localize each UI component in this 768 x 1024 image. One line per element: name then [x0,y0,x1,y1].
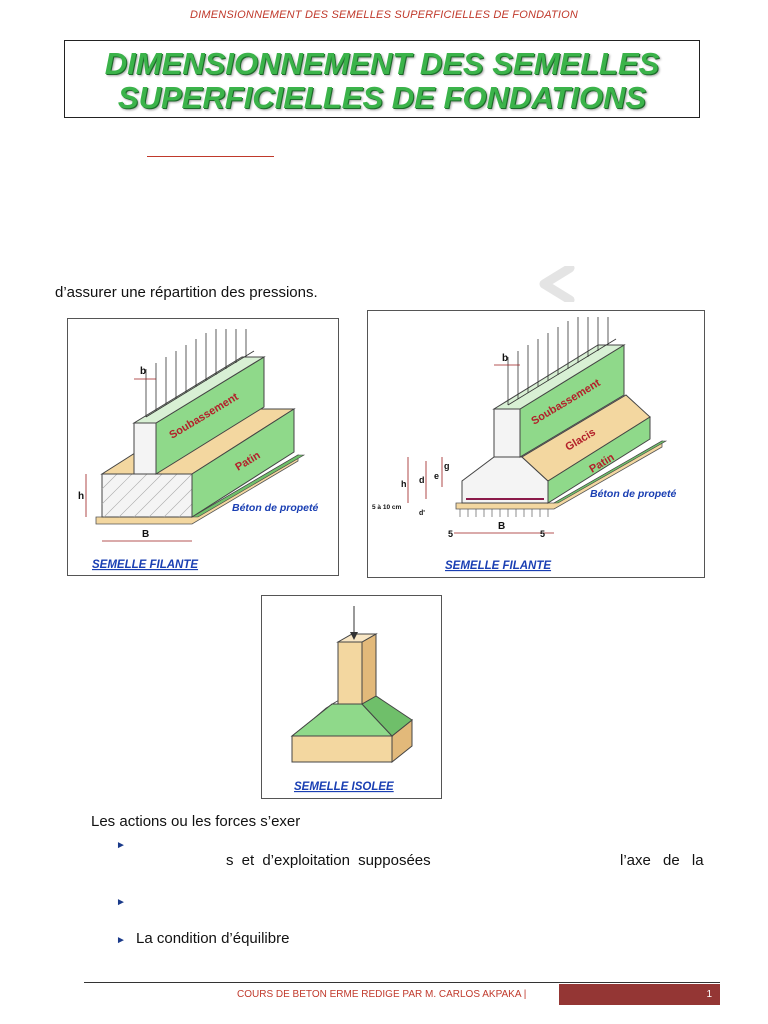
fig2-label-g: g [444,461,450,471]
figure-semelle-filante-1: b Soubassement Patin h B Béton de propet… [67,318,339,576]
page-number: 1 [559,984,720,1005]
title-line-1: DIMENSIONNEMENT DES SEMELLES [104,46,660,81]
fig2-label-beton: Béton de propeté [590,488,676,500]
actions-heading: Les actions ou les forces s’exer [91,813,301,830]
title-box: DIMENSIONNEMENT DES SEMELLES SUPERFICIEL… [64,40,700,118]
fig2-label-d-prime: d' [419,510,425,517]
intro-sentence: d’assurer une répartition des pressions. [55,284,318,301]
semelle-isolee-drawing: SEMELLE ISOLEE [290,606,414,793]
red-underline [147,156,274,157]
bullet-arrow-icon: ► [116,935,126,946]
fig1-caption: SEMELLE FILANTE [92,559,198,571]
footer-text: COURS DE BETON ERME REDIGE PAR M. CARLOS… [237,989,527,1000]
figure-semelle-filante-2: b Soubassement Glacis Patin h d e g d' 5… [367,310,705,578]
fig2-label-B: B [498,521,505,532]
bullet1-text: s et d’exploitation supposées [226,852,431,869]
fig2-label-e: e [434,471,439,481]
fig2-label-range: 5 à 10 cm [372,504,401,511]
footer-rule [84,982,720,983]
semelle-filante-drawing: b Soubassement Patin h B Béton de propet… [78,329,318,571]
bullet3-text: La condition d’équilibre [136,930,290,947]
bullet-arrow-icon: ► [116,897,126,908]
bullet-arrow-icon: ► [116,840,126,851]
bullet1-right-text: l’axe de la [620,852,704,869]
semelle-filante-glacis-drawing: b Soubassement Glacis Patin h d e g d' 5… [372,317,676,572]
fig2-caption: SEMELLE FILANTE [445,560,551,572]
fig1-label-beton: Béton de propeté [232,502,318,514]
fig2-label-5b: 5 [540,529,545,539]
fig1-label-h: h [78,491,84,502]
figure-semelle-isolee: SEMELLE ISOLEE [261,595,442,799]
fig2-label-5a: 5 [448,529,453,539]
fig1-label-b: b [140,366,146,377]
fig1-label-B: B [142,529,149,540]
fig2-label-h: h [401,479,407,489]
fig3-caption: SEMELLE ISOLEE [294,781,394,793]
chevron-left-icon [539,266,575,302]
title-line-2: SUPERFICIELLES DE FONDATIONS [117,80,647,115]
running-header: DIMENSIONNEMENT DES SEMELLES SUPERFICIEL… [189,9,579,21]
fig2-label-d: d [419,475,425,485]
fig2-label-b: b [502,353,508,364]
